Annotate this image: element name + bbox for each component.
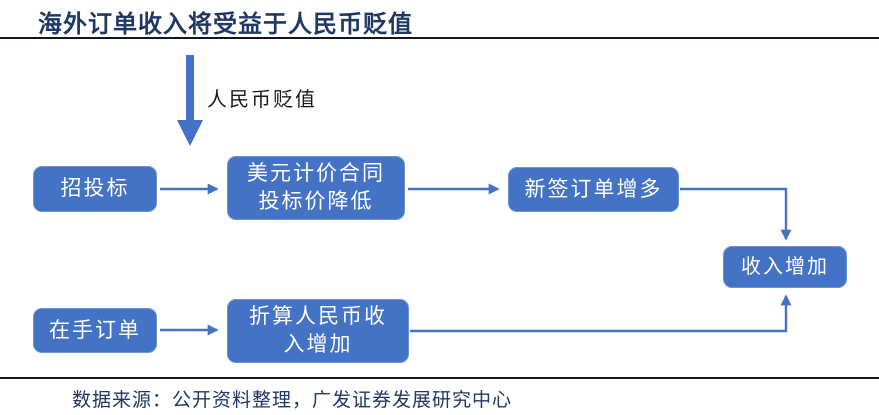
- connector-new-orders-to-revenue-up: [680, 187, 792, 241]
- rmb-depreciation-arrow: [177, 55, 203, 146]
- node-revenue-up: 收入增加: [723, 246, 847, 288]
- node-rmb-revenue: 折算人民币收 入增加: [227, 299, 409, 363]
- node-usd-contract: 美元计价合同 投标价降低: [227, 156, 405, 220]
- node-usd-contract-label: 美元计价合同 投标价降低: [247, 162, 385, 213]
- footer-divider: [0, 377, 879, 379]
- node-new-orders: 新签订单增多: [508, 167, 679, 212]
- node-orders-in-hand: 在手订单: [33, 308, 157, 353]
- node-bidding-label: 招投标: [60, 177, 130, 201]
- node-revenue-up-label: 收入增加: [741, 255, 829, 278]
- page-title: 海外订单收入将受益于人民币贬值: [38, 11, 413, 38]
- source-note: 数据来源：公开资料整理，广发证券发展研究中心: [72, 390, 513, 411]
- title-divider: [0, 37, 879, 39]
- connector-rmb-revenue-to-revenue-up: [410, 294, 792, 333]
- node-rmb-revenue-label: 折算人民币收 入增加: [249, 305, 387, 356]
- node-new-orders-label: 新签订单增多: [524, 177, 663, 201]
- trigger-label: 人民币贬值: [207, 89, 317, 111]
- node-orders-in-hand-label: 在手订单: [49, 318, 141, 342]
- node-bidding: 招投标: [33, 166, 157, 212]
